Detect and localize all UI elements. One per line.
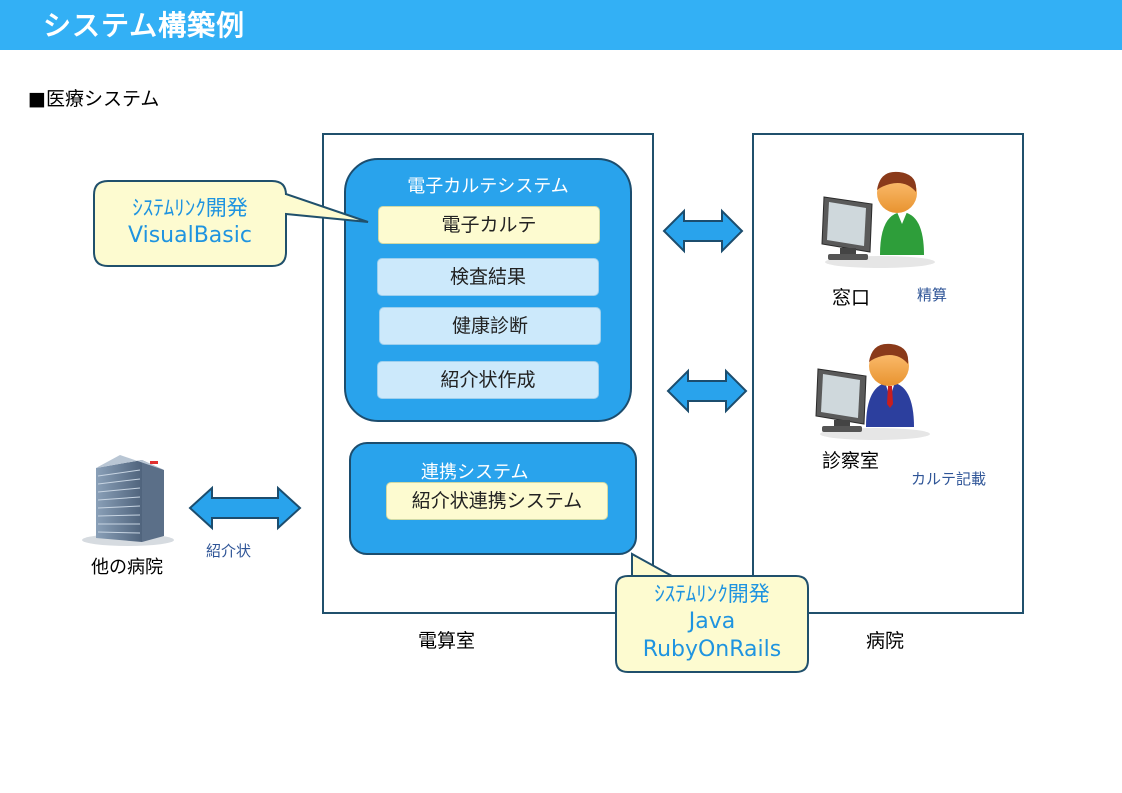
hospital-label: 病院 — [866, 630, 905, 652]
module-referral-integration: 紹介状連携システム — [386, 482, 608, 520]
other-hospital-label: 他の病院 — [91, 557, 163, 578]
referral-link-label: 紹介状 — [206, 542, 252, 560]
arrow-emr-to-exam — [666, 368, 748, 414]
callout-java — [615, 552, 809, 673]
callout-java-line2: Java — [688, 609, 736, 634]
module-health-checkup: 健康診断 — [379, 307, 601, 345]
doctor-icon — [815, 343, 930, 440]
counter-note: 精算 — [917, 286, 948, 304]
arrow-other-hospital — [188, 485, 302, 531]
callout-visualbasic-line1: ｼｽﾃﾑﾘﾝｸ開発 — [132, 196, 248, 220]
building-icon — [82, 455, 174, 546]
callout-visualbasic-text: ｼｽﾃﾑﾘﾝｸ開発 VisualBasic — [100, 194, 280, 250]
integration-system-title: 連携システム — [421, 462, 529, 483]
page-title: システム構築例 — [43, 9, 246, 42]
counter-label: 窓口 — [832, 287, 871, 309]
title-bar: システム構築例 — [0, 0, 1122, 50]
counter-staff-icon — [821, 171, 935, 268]
callout-java-line3: RubyOnRails — [642, 637, 782, 662]
module-referral-letter: 紹介状作成 — [377, 361, 599, 399]
module-electronic-chart: 電子カルテ — [378, 206, 600, 244]
arrow-emr-to-counter — [662, 208, 744, 254]
callout-visualbasic — [93, 180, 369, 267]
callout-visualbasic-line2: VisualBasic — [128, 223, 252, 248]
exam-room-label: 診察室 — [822, 450, 880, 472]
callout-java-text: ｼｽﾃﾑﾘﾝｸ開発 Java RubyOnRails — [618, 580, 806, 664]
section-heading: ■医療システム — [28, 88, 160, 110]
exam-room-note: カルテ記載 — [911, 470, 987, 488]
emr-system-title: 電子カルテシステム — [407, 176, 569, 197]
module-test-results: 検査結果 — [377, 258, 599, 296]
callout-java-line1: ｼｽﾃﾑﾘﾝｸ開発 — [654, 582, 770, 606]
computer-room-label: 電算室 — [418, 630, 476, 652]
